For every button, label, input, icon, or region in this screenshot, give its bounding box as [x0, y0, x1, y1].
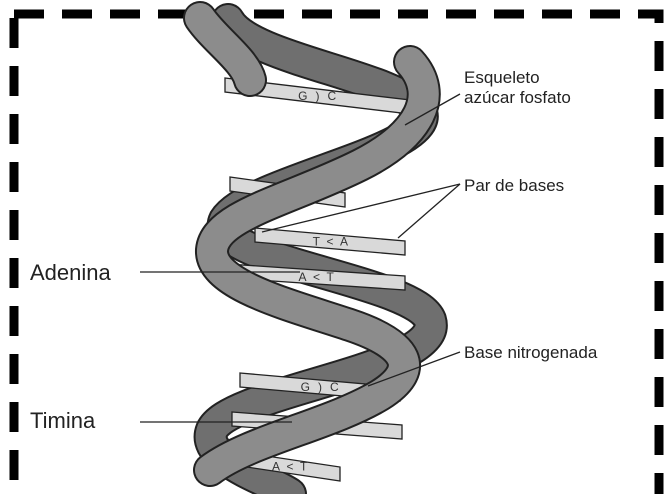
label-par-de-bases: Par de bases — [464, 176, 564, 196]
base-bond-glyph: < — [326, 235, 333, 249]
base-left-letter: G — [301, 380, 310, 394]
label-adenina: Adenina — [30, 260, 111, 285]
base-left-letter: G — [298, 89, 307, 103]
base-left-letter: A — [272, 460, 280, 474]
base-bond-glyph: ) — [316, 89, 320, 103]
label-esqueleto-line2: azúcar fosfato — [464, 88, 571, 108]
base-bond-glyph: < — [313, 270, 320, 284]
base-right-letter: T — [327, 270, 335, 284]
base-right-letter: A — [340, 235, 348, 249]
base-bond-glyph: < — [286, 460, 293, 474]
base-bond-glyph: ) — [318, 380, 322, 394]
label-esqueleto-line1: Esqueleto — [464, 68, 571, 88]
label-timina: Timina — [30, 408, 95, 433]
label-base-nitrogenada: Base nitrogenada — [464, 343, 597, 363]
base-right-letter: T — [300, 460, 308, 474]
base-left-letter: T — [313, 235, 321, 249]
label-esqueleto: Esqueleto azúcar fosfato — [464, 68, 571, 107]
base-right-letter: C — [330, 380, 339, 394]
base-right-letter: C — [328, 89, 337, 103]
